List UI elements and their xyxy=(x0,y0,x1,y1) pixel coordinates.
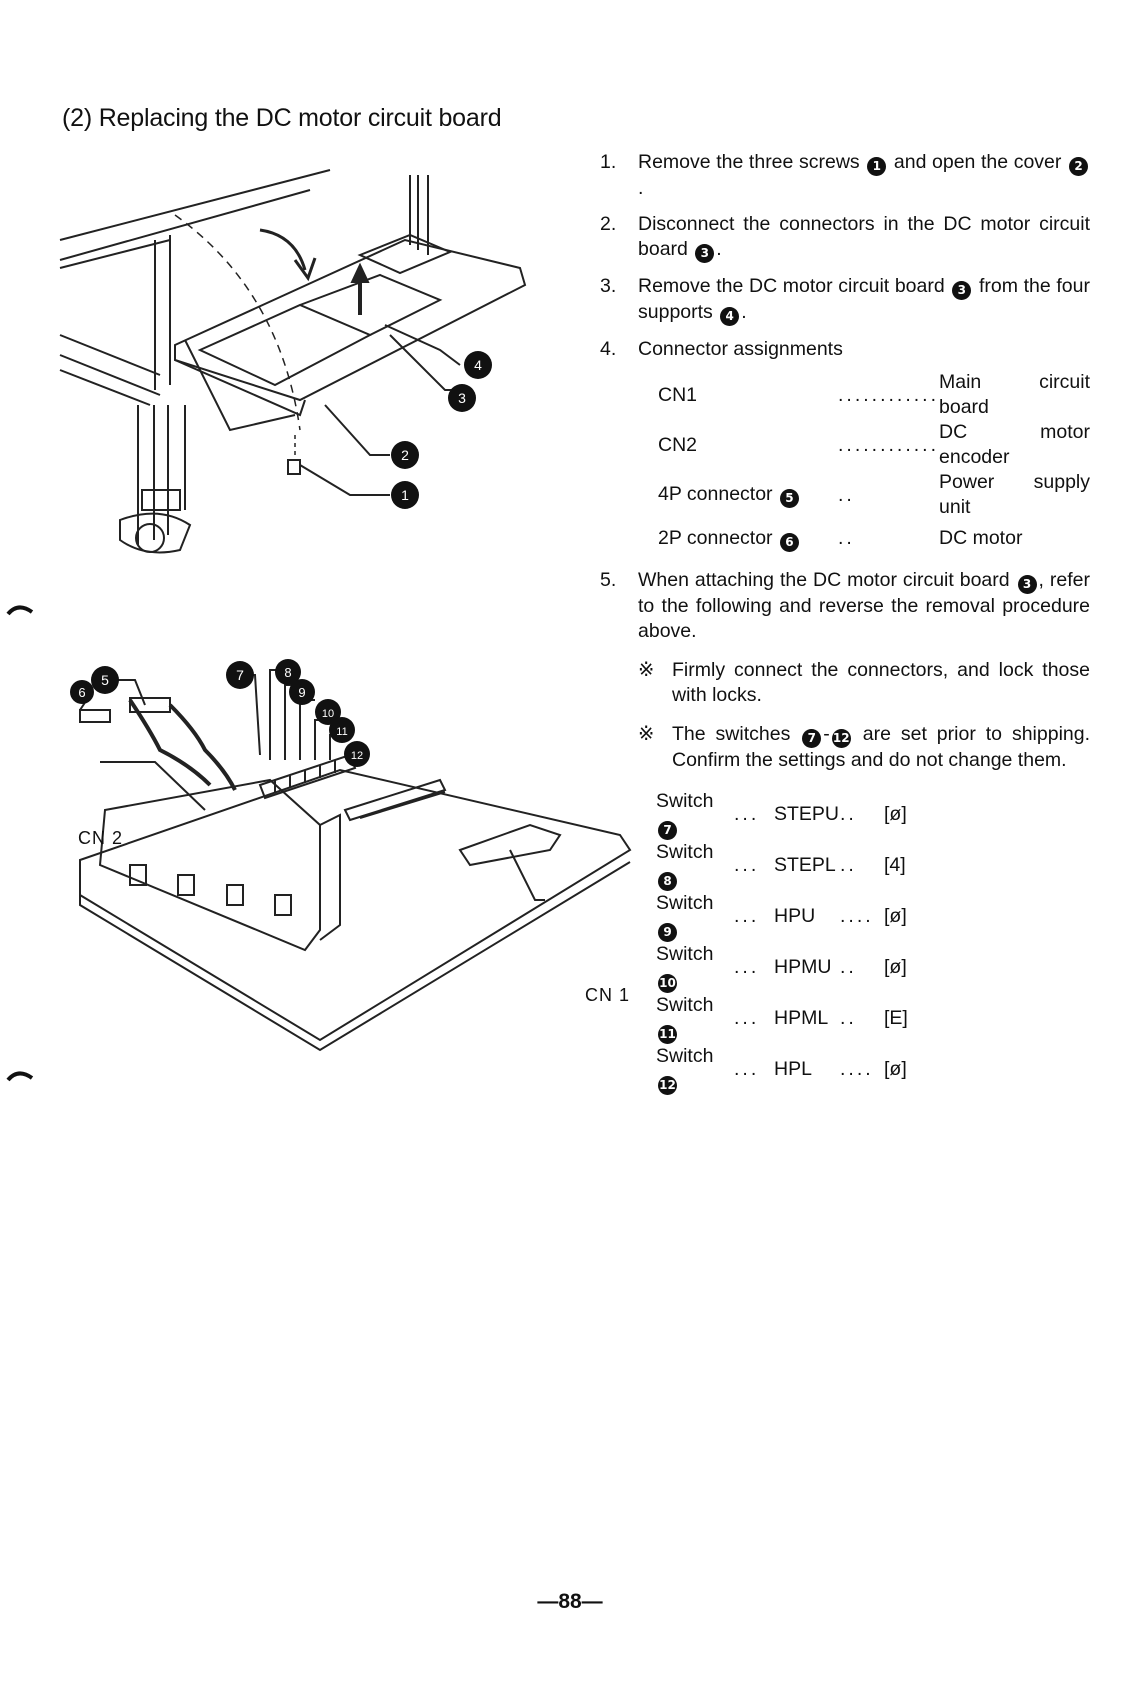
callout-11-icon: 11 xyxy=(329,717,355,743)
circled-number-icon: 1 xyxy=(867,157,887,176)
machine-frame-illustration: 4 3 2 1 xyxy=(59,169,527,554)
callout-6-icon: 6 xyxy=(70,680,94,704)
connector-table: CN1 ............ Main circuit board CN2 … xyxy=(658,370,1090,557)
svg-text:2: 2 xyxy=(401,447,409,463)
switch-callouts: 7 8 9 10 xyxy=(226,659,341,725)
svg-text:10: 10 xyxy=(322,708,334,720)
table-row: Switch8 ... STEPL .. [4] xyxy=(656,840,908,891)
table-row: Switch9 ... HPU .... [ø] xyxy=(656,891,908,942)
callout-5-icon: 5 xyxy=(91,666,119,694)
callout-3-icon: 3 xyxy=(448,384,476,412)
cn1-label: CN 1 xyxy=(585,985,631,1005)
reference-mark-icon: ※ xyxy=(638,659,655,681)
table-row: Switch12 ... HPL .... [ø] xyxy=(656,1044,908,1095)
svg-text:6: 6 xyxy=(78,685,85,700)
circled-number-icon: 7 xyxy=(802,729,822,748)
callout-1-icon: 1 xyxy=(391,481,419,509)
note-lock: ※ Firmly connect the connectors, and loc… xyxy=(638,659,1090,706)
circled-number-icon: 3 xyxy=(1017,575,1037,594)
circled-number-icon: 12 xyxy=(831,729,851,748)
circled-number-icon: 7 xyxy=(658,821,677,840)
switch-settings-table: Switch7 ... STEPU .. [ø] Switch8 ... STE… xyxy=(656,789,908,1095)
step-1: 1. Remove the three screws 1 and open th… xyxy=(600,150,1090,201)
step-2: 2. Disconnect the connectors in the DC m… xyxy=(600,212,1090,263)
table-row: 4P connector 5 .. Power supply unit xyxy=(658,471,1090,518)
svg-text:1: 1 xyxy=(401,487,409,503)
svg-text:8: 8 xyxy=(284,665,291,680)
switch-callouts-lower: 11 12 xyxy=(329,717,370,767)
circuit-board-illustration: 5 6 xyxy=(70,666,632,1052)
table-row: Switch10 ... HPMU .. [ø] xyxy=(656,942,908,993)
step-5: 5. When attaching the DC motor circuit b… xyxy=(600,568,1090,1095)
svg-text:5: 5 xyxy=(101,672,109,688)
step-4: 4. Connector assignments CN1 ...........… xyxy=(600,337,1090,557)
circled-number-icon: 4 xyxy=(720,307,740,326)
svg-text:9: 9 xyxy=(298,685,305,700)
circled-number-icon: 6 xyxy=(779,532,799,552)
svg-text:7: 7 xyxy=(236,667,244,683)
svg-text:11: 11 xyxy=(336,726,347,738)
circled-number-icon: 11 xyxy=(658,1025,677,1044)
callout-4-icon: 4 xyxy=(464,351,492,379)
callout-2-icon: 2 xyxy=(391,441,419,469)
page-title: (2) Replacing the DC motor circuit board xyxy=(62,104,502,132)
callout-7-icon: 7 xyxy=(226,661,254,689)
steps-list: 1. Remove the three screws 1 and open th… xyxy=(600,150,1090,1095)
svg-text:4: 4 xyxy=(474,357,482,373)
table-row: 2P connector 6 .. DC motor xyxy=(658,520,1090,557)
callout-8-icon: 8 xyxy=(275,659,301,685)
page-number: —88— xyxy=(537,1590,603,1613)
circled-number-icon: 5 xyxy=(779,489,799,508)
circled-number-icon: 3 xyxy=(952,281,972,300)
reference-mark-icon: ※ xyxy=(638,723,655,745)
circled-number-icon: 12 xyxy=(658,1076,677,1095)
table-row: Switch7 ... STEPU .. [ø] xyxy=(656,789,908,840)
callout-12-icon: 12 xyxy=(344,741,370,767)
instructions-column: 1. Remove the three screws 1 and open th… xyxy=(600,150,1090,1106)
callout-9-icon: 9 xyxy=(289,679,315,705)
binding-mark-icon xyxy=(6,1066,36,1086)
callout-10-icon: 10 xyxy=(315,699,341,725)
binding-mark-icon xyxy=(6,600,36,620)
table-row: CN1 ............ Main circuit board xyxy=(658,371,1090,418)
circled-number-icon: 2 xyxy=(1069,157,1089,176)
cn2-label: CN 2 xyxy=(78,828,124,848)
table-row: CN2 ............ DC motor encoder xyxy=(658,421,1090,468)
svg-text:3: 3 xyxy=(458,390,466,406)
step-3: 3. Remove the DC motor circuit board 3 f… xyxy=(600,274,1090,326)
note-switches: ※ The switches 7-12 are set prior to shi… xyxy=(638,723,1091,771)
svg-text:12: 12 xyxy=(351,750,363,762)
circled-number-icon: 3 xyxy=(695,244,715,263)
table-row: Switch11 ... HPML .. [E] xyxy=(656,993,908,1044)
circled-number-icon: 10 xyxy=(658,974,677,993)
circled-number-icon: 9 xyxy=(658,923,677,942)
circled-number-icon: 8 xyxy=(658,872,677,891)
